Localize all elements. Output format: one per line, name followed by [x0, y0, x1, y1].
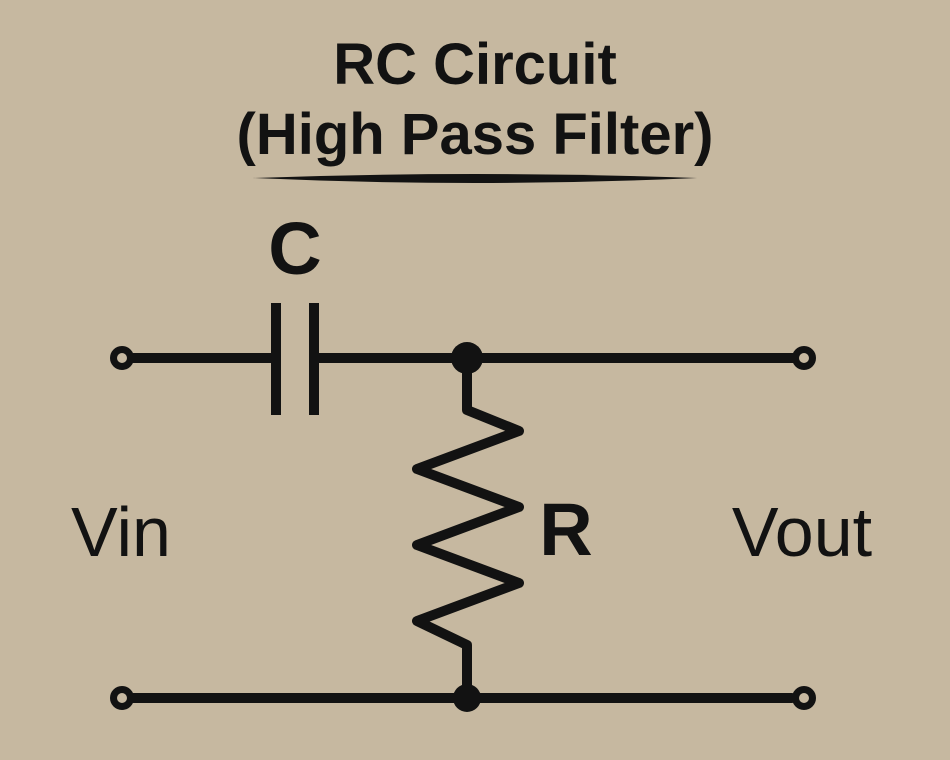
- input-bottom-terminal: [110, 686, 134, 710]
- resistor-label: R: [539, 488, 593, 571]
- input-top-terminal: [110, 346, 134, 370]
- output-bottom-terminal: [792, 686, 816, 710]
- title-line-1: RC Circuit: [333, 32, 617, 97]
- terminals-group: [110, 346, 816, 710]
- capacitor-symbol: [271, 303, 319, 415]
- diagram-title: RC Circuit (High Pass Filter): [0, 30, 950, 170]
- top-junction-dot: [451, 342, 483, 374]
- bottom-junction-dot: [453, 684, 481, 712]
- output-top-terminal: [792, 346, 816, 370]
- capacitor-label: C: [268, 207, 322, 290]
- title-underline-swoosh: [253, 174, 697, 183]
- output-voltage-label: Vout: [731, 493, 873, 571]
- title-line-2: (High Pass Filter): [236, 102, 714, 167]
- input-voltage-label: Vin: [71, 493, 171, 571]
- resistor-symbol: [412, 353, 524, 703]
